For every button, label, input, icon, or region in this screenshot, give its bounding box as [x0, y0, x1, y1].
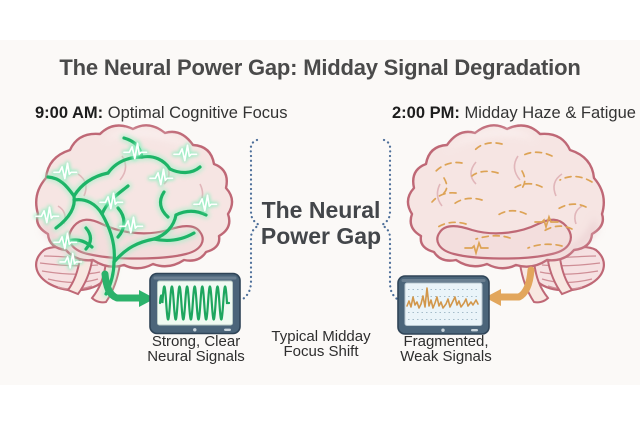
weak-signal-network: [431, 141, 593, 257]
left-brace-icon: [241, 138, 261, 301]
shift-caption-line-1: Typical Midday: [271, 328, 371, 345]
weak-monitor-icon: [397, 275, 490, 335]
morning-desc-label: Optimal Cognitive Focus: [103, 104, 288, 122]
weak-caption-line-1: Fragmented,: [403, 333, 489, 350]
green-arrow-icon: [101, 270, 155, 307]
fatigued-brain-icon: [408, 125, 604, 302]
weak-caption-line-2: Weak Signals: [400, 348, 492, 365]
shift-caption-line-2: Focus Shift: [283, 343, 359, 360]
morning-time-label: 9:00 AM:: [35, 104, 104, 122]
gap-line-1: The Neural: [261, 197, 381, 223]
strong-signal-caption: Strong, Clear Neural Signals: [126, 334, 266, 364]
strong-caption-line-2: Neural Signals: [147, 348, 245, 365]
weak-signal-caption: Fragmented, Weak Signals: [376, 334, 516, 364]
afternoon-desc-label: Midday Haze & Fatigue: [459, 104, 636, 122]
neural-power-gap-label: The Neural Power Gap: [241, 197, 401, 249]
orange-arrow-icon: [485, 266, 535, 306]
morning-subtitle: 9:00 AM: Optimal Cognitive Focus: [35, 104, 287, 123]
gap-line-2: Power Gap: [260, 223, 382, 249]
focus-shift-caption: Typical Midday Focus Shift: [251, 329, 391, 359]
right-brace-icon: [380, 138, 399, 301]
afternoon-subtitle: 2:00 PM: Midday Haze & Fatigue: [392, 104, 636, 123]
page-title: The Neural Power Gap: Midday Signal Degr…: [59, 55, 581, 80]
strong-caption-line-1: Strong, Clear: [151, 333, 241, 350]
strong-monitor-icon: [149, 272, 241, 335]
afternoon-time-label: 2:00 PM:: [392, 104, 460, 122]
